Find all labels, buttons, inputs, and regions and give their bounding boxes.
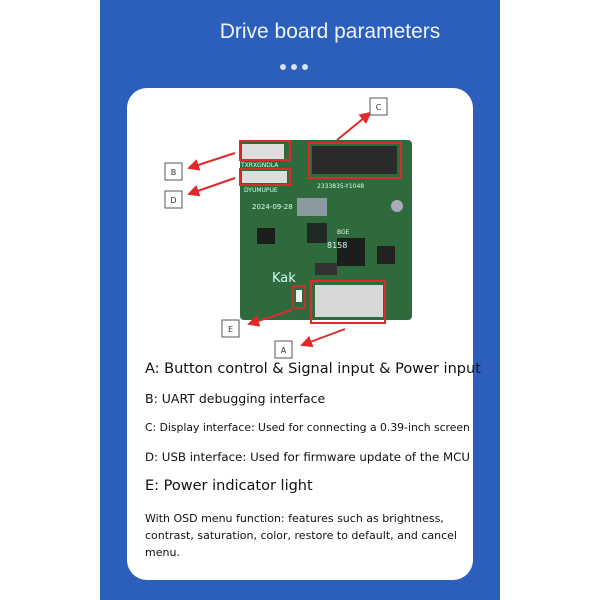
board-diagram: 2333835-Y1048 TXRXGNDLA DYUMUPUE 2024-09… <box>164 97 412 359</box>
pcb-pad <box>297 198 327 216</box>
uart-header <box>242 144 284 159</box>
usb-header <box>242 171 287 183</box>
silkscreen-chip2: BGE <box>337 229 350 236</box>
feature-e: E: Power indicator light <box>145 478 313 494</box>
content-card: 2333835-Y1048 TXRXGNDLA DYUMUPUE 2024-09… <box>127 88 481 580</box>
silkscreen-code: 2333835-Y1048 <box>317 183 364 190</box>
silkscreen-d: DYUMUPUE <box>244 187 278 194</box>
mount-hole <box>391 200 403 212</box>
feature-a: A: Button control & Signal input & Power… <box>145 361 481 377</box>
label-boxes <box>164 97 388 359</box>
highlight-c <box>308 142 402 179</box>
highlight-a <box>310 280 386 324</box>
silkscreen-b: TXRXGNDLA <box>240 162 279 169</box>
power-led <box>296 290 302 302</box>
page-title: Drive board parameters <box>219 20 441 43</box>
feature-b: B: UART debugging interface <box>145 391 326 406</box>
highlight-d <box>239 168 291 186</box>
chip <box>377 246 395 264</box>
label-c: C <box>376 103 382 112</box>
highlight-b <box>239 140 291 161</box>
highlight-e <box>292 285 306 309</box>
silkscreen-chip: 8158 <box>327 241 347 250</box>
label-b: B <box>171 168 177 177</box>
chip <box>315 263 337 275</box>
main-connector <box>315 285 383 317</box>
label-a: A <box>281 346 287 355</box>
silkscreen-logo: Kak <box>272 271 296 286</box>
chip <box>307 223 327 243</box>
silkscreen-date: 2024-09-28 <box>252 203 293 211</box>
chip <box>337 238 365 266</box>
feature-c: C: Display interface: Used for connectin… <box>145 421 470 434</box>
label-d: D <box>170 196 176 205</box>
feature-d: D: USB interface: Used for firmware upda… <box>145 450 470 464</box>
label-e: E <box>228 325 233 334</box>
description: With OSD menu function: features such as… <box>145 512 457 559</box>
pointer-arrows <box>187 111 372 348</box>
chip <box>257 228 275 244</box>
pagination-dots <box>280 64 308 70</box>
display-connector <box>312 146 397 174</box>
